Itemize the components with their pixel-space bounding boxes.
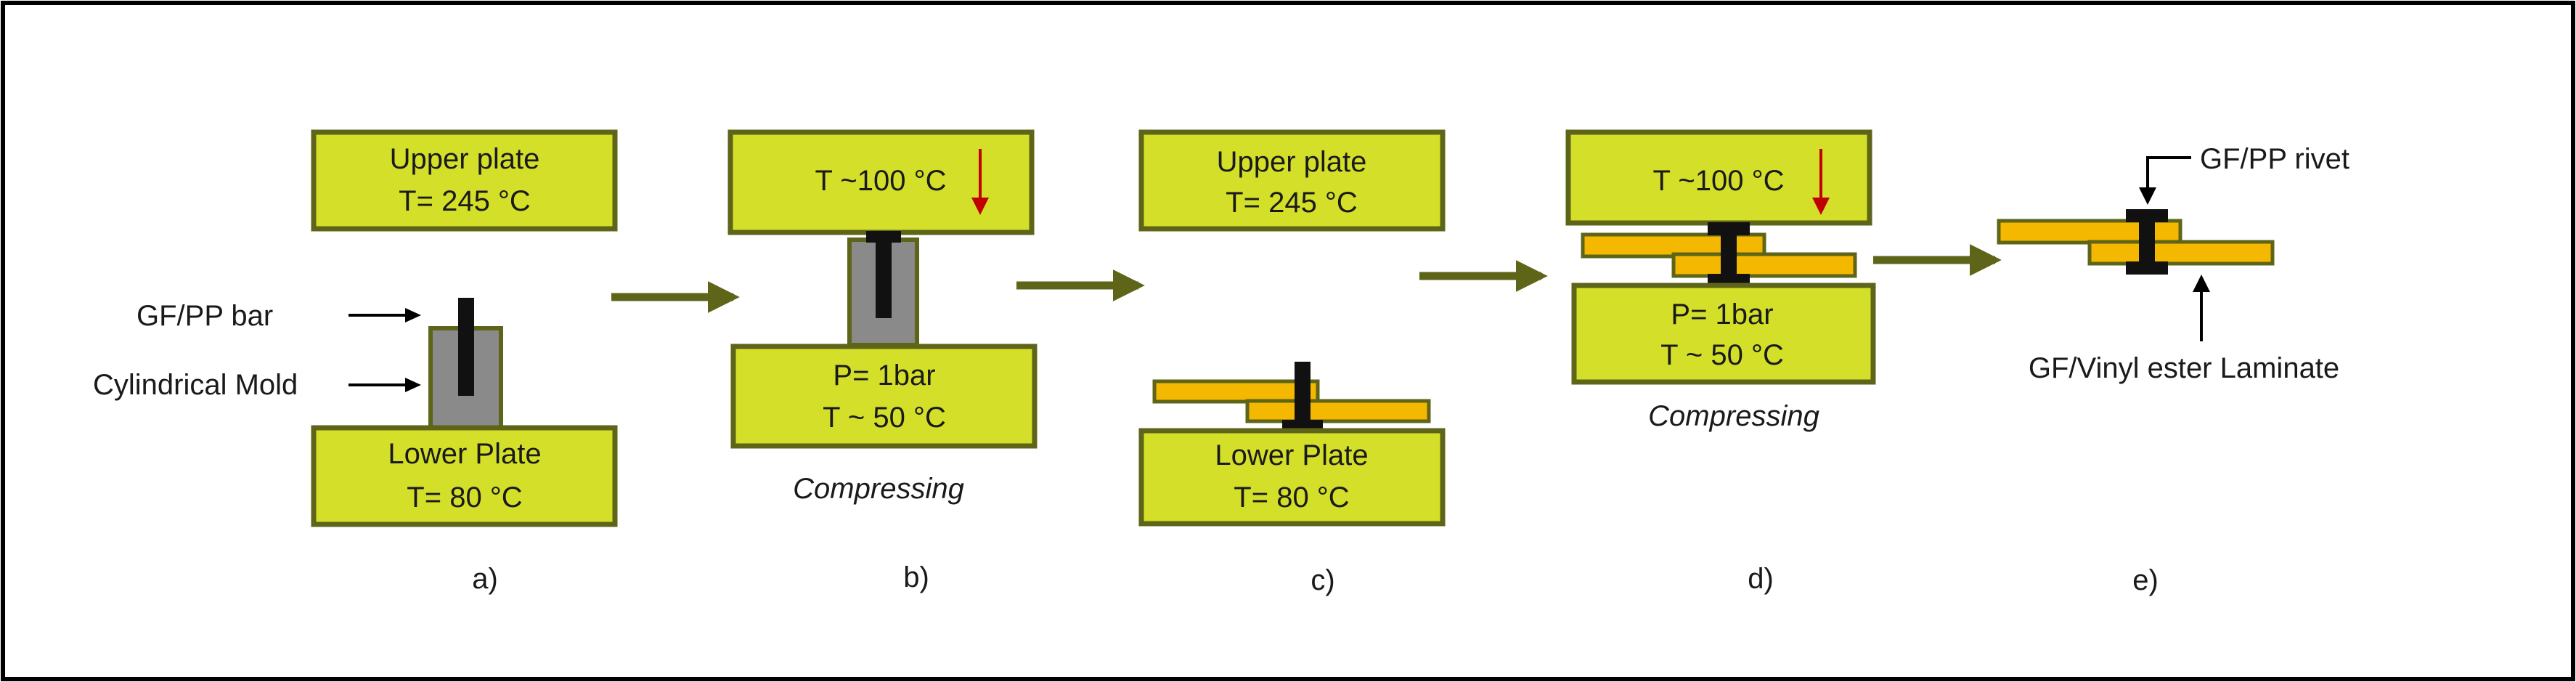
pressure-label-b: P= 1bar [833, 360, 935, 391]
panel-label-c: c) [1311, 564, 1334, 596]
panel-label-d: d) [1748, 563, 1774, 595]
panel-c: Upper plate T= 245 °C Lower Plate T= 80 … [1138, 129, 1446, 596]
lower-temp-d: T ~ 50 °C [1660, 339, 1784, 371]
rivet-shank-c [1295, 362, 1311, 429]
lower-plate-label-a: Lower Plate [388, 438, 541, 470]
rivet-shank-e [2139, 218, 2155, 267]
cyl-mold-label: Cylindrical Mold [93, 369, 298, 401]
lower-plate-b [730, 344, 1038, 449]
lower-plate-c [1138, 428, 1446, 527]
upper-plate-temp-d: T ~100 °C [1653, 165, 1785, 197]
gfpp-bar-label: GF/PP bar [136, 300, 273, 332]
lower-plate-d [1571, 283, 1876, 385]
compressing-label-b: Compressing [793, 473, 964, 505]
laminate-pointer-head [2193, 275, 2210, 292]
laminate-bottom-c [1245, 399, 1431, 423]
panel-d: T ~100 °C P= 1bar T ~ 50 °C Compressing … [1565, 129, 1876, 595]
rivet-pointer-head [2139, 187, 2156, 205]
rivet-head-b [866, 231, 901, 243]
upper-plate-temp-b: T ~100 °C [815, 165, 947, 197]
rivet-head-bottom-e [2126, 261, 2168, 275]
lower-plate-label-c: Lower Plate [1215, 439, 1368, 471]
rivet-head-top-d [1708, 222, 1750, 235]
rivet-head-top-e [2126, 209, 2168, 222]
panel-a: Upper plate T= 245 °C Lower Plate T= 80 … [93, 129, 618, 595]
lower-plate-temp-c: T= 80 °C [1234, 482, 1349, 513]
panel-b: T ~100 °C P= 1bar T ~ 50 °C Compressing … [727, 129, 1038, 593]
gfpp-bar-a [458, 298, 474, 396]
upper-plate-temp-a: T= 245 °C [399, 185, 531, 217]
pressure-label-d: P= 1bar [1671, 299, 1773, 330]
laminate-bottom-e [2087, 240, 2275, 266]
gf-laminate-label: GF/Vinyl ester Laminate [2029, 352, 2339, 384]
upper-plate-c [1138, 129, 1446, 232]
down-arrow-head-b [971, 198, 989, 215]
gfpp-rivet-label: GF/PP rivet [2200, 143, 2349, 175]
upper-plate-a [311, 129, 618, 232]
upper-plate-label-a: Upper plate [390, 143, 540, 175]
panel-label-e: e) [2132, 564, 2159, 596]
upper-plate-label-c: Upper plate [1217, 146, 1367, 178]
rivet-shank-b [876, 240, 892, 318]
down-arrow-head-d [1812, 198, 1830, 215]
compressing-label-d: Compressing [1648, 400, 1819, 432]
panel-label-b: b) [903, 561, 929, 593]
rivet-shank-d [1721, 231, 1737, 279]
lower-temp-b: T ~ 50 °C [823, 402, 946, 434]
laminate-top-c [1152, 379, 1320, 404]
laminate-bottom-d [1671, 252, 1857, 278]
panel-label-a: a) [472, 563, 498, 595]
gfpp-bar-pointer-head [405, 308, 421, 322]
lower-plate-a [311, 425, 618, 527]
panel-e: GF/PP rivet GF/Vinyl ester Laminate e) [1997, 143, 2349, 596]
rivet-pointer [2146, 156, 2191, 190]
upper-plate-temp-c: T= 245 °C [1226, 187, 1358, 219]
cyl-mold-pointer-head [405, 378, 421, 392]
lower-plate-temp-a: T= 80 °C [407, 482, 522, 513]
